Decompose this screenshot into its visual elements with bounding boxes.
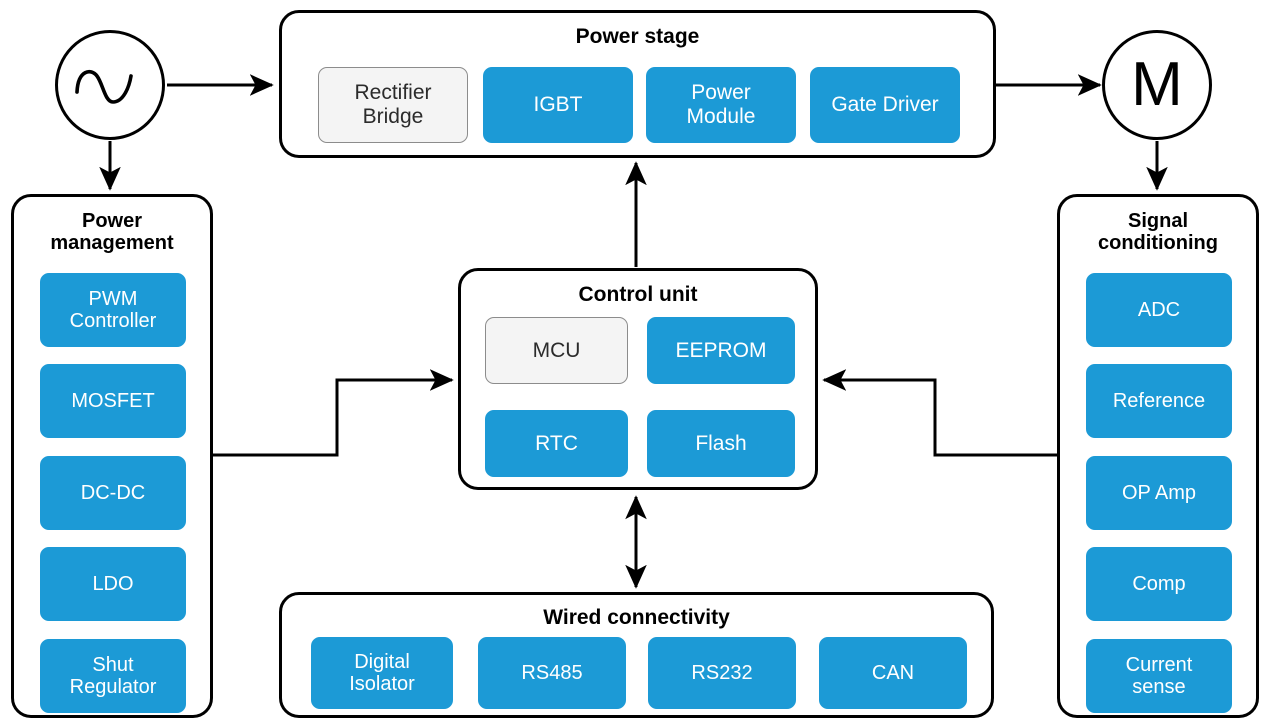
block-comp[interactable]: Comp: [1086, 547, 1232, 621]
block-can[interactable]: CAN: [819, 637, 967, 709]
group-signal-conditioning-title: Signal conditioning: [1098, 210, 1218, 255]
block-power-module[interactable]: Power Module: [646, 67, 796, 143]
block-mcu[interactable]: MCU: [485, 317, 628, 384]
connector-power-management-to-control-unit: [213, 369, 454, 457]
block-reference[interactable]: Reference: [1086, 364, 1232, 438]
block-rs232[interactable]: RS232: [648, 637, 796, 709]
block-ldo[interactable]: LDO: [40, 547, 186, 621]
block-op-amp[interactable]: OP Amp: [1086, 456, 1232, 530]
group-power-management[interactable]: Power management PWM Controller MOSFET D…: [11, 194, 213, 718]
group-control-unit-title: Control unit: [578, 283, 698, 306]
block-gate-driver[interactable]: Gate Driver: [810, 67, 960, 143]
group-power-management-title: Power management: [50, 210, 174, 255]
block-eeprom[interactable]: EEPROM: [647, 317, 795, 384]
block-pwm-controller[interactable]: PWM Controller: [40, 273, 186, 347]
block-mosfet[interactable]: MOSFET: [40, 364, 186, 438]
group-wired-connectivity-title: Wired connectivity: [543, 606, 730, 629]
block-shut-regulator[interactable]: Shut Regulator: [40, 639, 186, 713]
group-control-unit[interactable]: Control unit MCU EEPROM RTC Flash: [458, 268, 818, 490]
block-igbt[interactable]: IGBT: [483, 67, 633, 143]
ac-sine-source-icon: [75, 69, 133, 104]
block-rs485[interactable]: RS485: [478, 637, 626, 709]
block-adc[interactable]: ADC: [1086, 273, 1232, 347]
group-wired-connectivity[interactable]: Wired connectivity Digital Isolator RS48…: [279, 592, 994, 718]
block-rtc[interactable]: RTC: [485, 410, 628, 477]
block-digital-isolator[interactable]: Digital Isolator: [311, 637, 453, 709]
group-power-stage-title: Power stage: [575, 25, 700, 48]
block-dc-dc[interactable]: DC-DC: [40, 456, 186, 530]
connector-signal-conditioning-to-control-unit: [822, 369, 1057, 457]
group-power-stage[interactable]: Power stage Rectifier Bridge IGBT Power …: [279, 10, 996, 158]
group-signal-conditioning[interactable]: Signal conditioning ADC Reference OP Amp…: [1057, 194, 1259, 718]
ac-source-node[interactable]: [55, 30, 165, 140]
block-rectifier-bridge[interactable]: Rectifier Bridge: [318, 67, 468, 143]
block-current-sense[interactable]: Current sense: [1086, 639, 1232, 713]
motor-node[interactable]: M: [1102, 30, 1212, 140]
motor-label: M: [1131, 50, 1183, 119]
block-flash[interactable]: Flash: [647, 410, 795, 477]
